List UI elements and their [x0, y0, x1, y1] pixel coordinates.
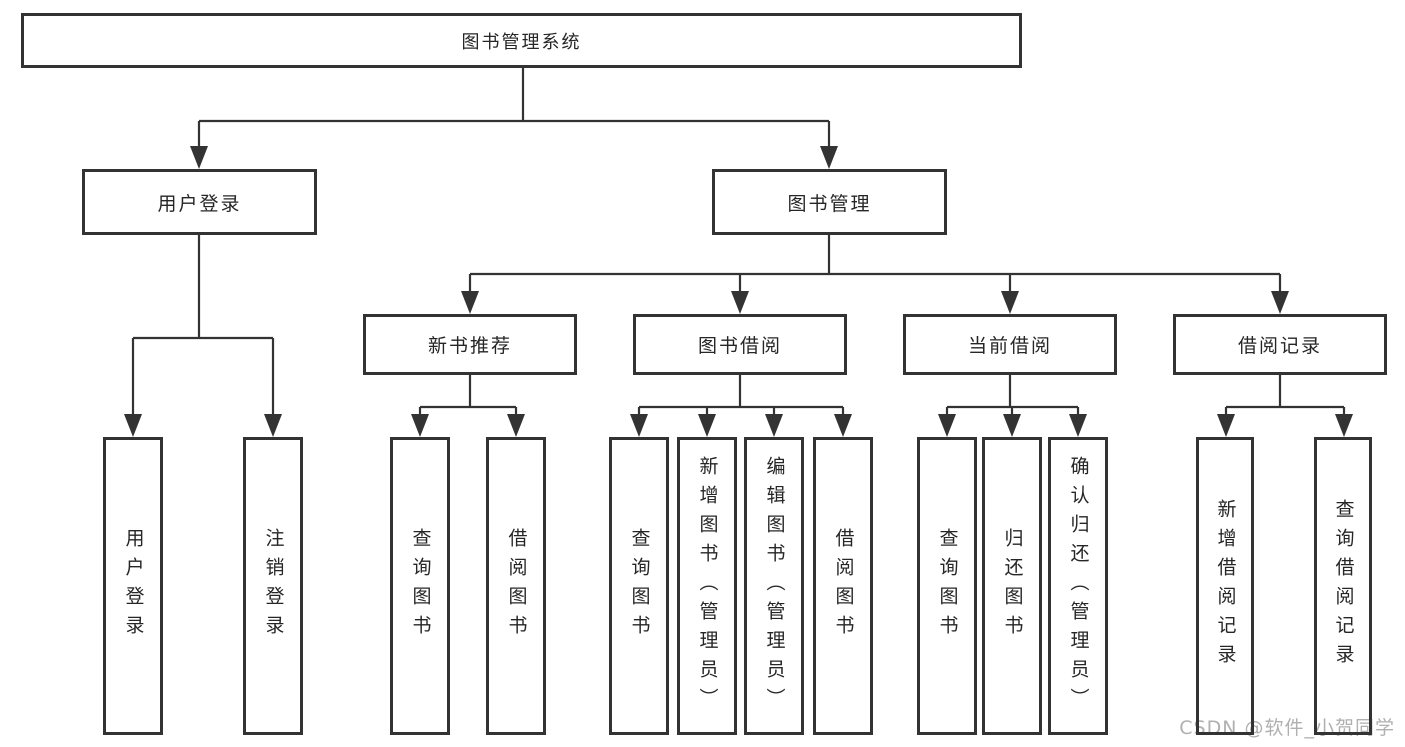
leaf-label: 查询图书 — [628, 528, 651, 644]
node-borrowing-records: 借阅记录 — [1173, 314, 1387, 375]
leaf-records-add-record: 新增借阅记录 — [1196, 437, 1254, 735]
node-user-login: 用户登录 — [82, 169, 317, 235]
arrow-down-icon — [1069, 414, 1087, 437]
leaf-newbook-query-books: 查询图书 — [390, 437, 450, 735]
arrow-down-icon — [124, 414, 142, 437]
leaf-label: 编辑图书（管理员） — [763, 455, 786, 717]
arrow-down-icon — [1001, 291, 1019, 314]
leaf-label: 查询图书 — [409, 528, 432, 644]
arrow-down-icon — [461, 291, 479, 314]
node-label: 图书管理 — [787, 192, 872, 215]
leaf-user-login: 用户登录 — [103, 437, 163, 735]
node-library-management-system: 图书管理系统 — [21, 13, 1022, 68]
node-label: 新书推荐 — [427, 335, 512, 357]
arrowheads — [124, 146, 1353, 437]
leaf-borrow-query-books: 查询图书 — [609, 437, 669, 735]
leaf-current-query-books: 查询图书 — [917, 437, 977, 735]
arrow-down-icon — [765, 414, 783, 437]
tree-edges — [131, 68, 1346, 420]
node-label: 用户登录 — [157, 192, 242, 215]
leaf-borrow-borrow-books: 借阅图书 — [813, 437, 873, 735]
arrow-down-icon — [1271, 291, 1289, 314]
arrow-down-icon — [190, 146, 208, 169]
leaf-borrow-edit-books-admin: 编辑图书（管理员） — [744, 437, 804, 735]
arrow-down-icon — [834, 414, 852, 437]
leaf-label: 新增图书（管理员） — [696, 455, 719, 717]
node-book-management: 图书管理 — [712, 169, 947, 235]
arrow-down-icon — [507, 414, 525, 437]
node-label: 当前借阅 — [967, 335, 1052, 357]
arrow-down-icon — [820, 146, 838, 169]
arrow-down-icon — [1335, 414, 1353, 437]
leaf-label: 用户登录 — [122, 528, 145, 644]
leaf-borrow-add-books-admin: 新增图书（管理员） — [677, 437, 737, 735]
leaf-label: 注销登录 — [262, 528, 285, 644]
node-label: 图书管理系统 — [461, 31, 582, 53]
leaf-label: 确认归还（管理员） — [1067, 455, 1090, 717]
arrow-down-icon — [630, 414, 648, 437]
leaf-current-return-books: 归还图书 — [982, 437, 1042, 735]
leaf-current-confirm-return-admin: 确认归还（管理员） — [1048, 437, 1108, 735]
leaf-label: 查询图书 — [936, 528, 959, 644]
arrow-down-icon — [1217, 414, 1235, 437]
arrow-down-icon — [264, 414, 282, 437]
arrow-down-icon — [411, 414, 429, 437]
arrow-down-icon — [731, 291, 749, 314]
node-new-book-recommend: 新书推荐 — [363, 314, 577, 375]
node-current-borrowing: 当前借阅 — [903, 314, 1117, 375]
node-label: 图书借阅 — [697, 335, 782, 357]
leaf-label: 新增借阅记录 — [1214, 499, 1237, 673]
leaf-label: 借阅图书 — [832, 528, 855, 644]
leaf-records-query-record: 查询借阅记录 — [1314, 437, 1372, 735]
leaf-newbook-borrow-books: 借阅图书 — [486, 437, 546, 735]
node-book-borrowing: 图书借阅 — [633, 314, 847, 375]
leaf-label: 查询借阅记录 — [1332, 499, 1355, 673]
leaf-label: 归还图书 — [1001, 528, 1024, 644]
leaf-logout: 注销登录 — [243, 437, 303, 735]
node-label: 借阅记录 — [1237, 335, 1322, 357]
arrow-down-icon — [938, 414, 956, 437]
leaf-label: 借阅图书 — [505, 528, 528, 644]
arrow-down-icon — [698, 414, 716, 437]
arrow-down-icon — [1003, 414, 1021, 437]
